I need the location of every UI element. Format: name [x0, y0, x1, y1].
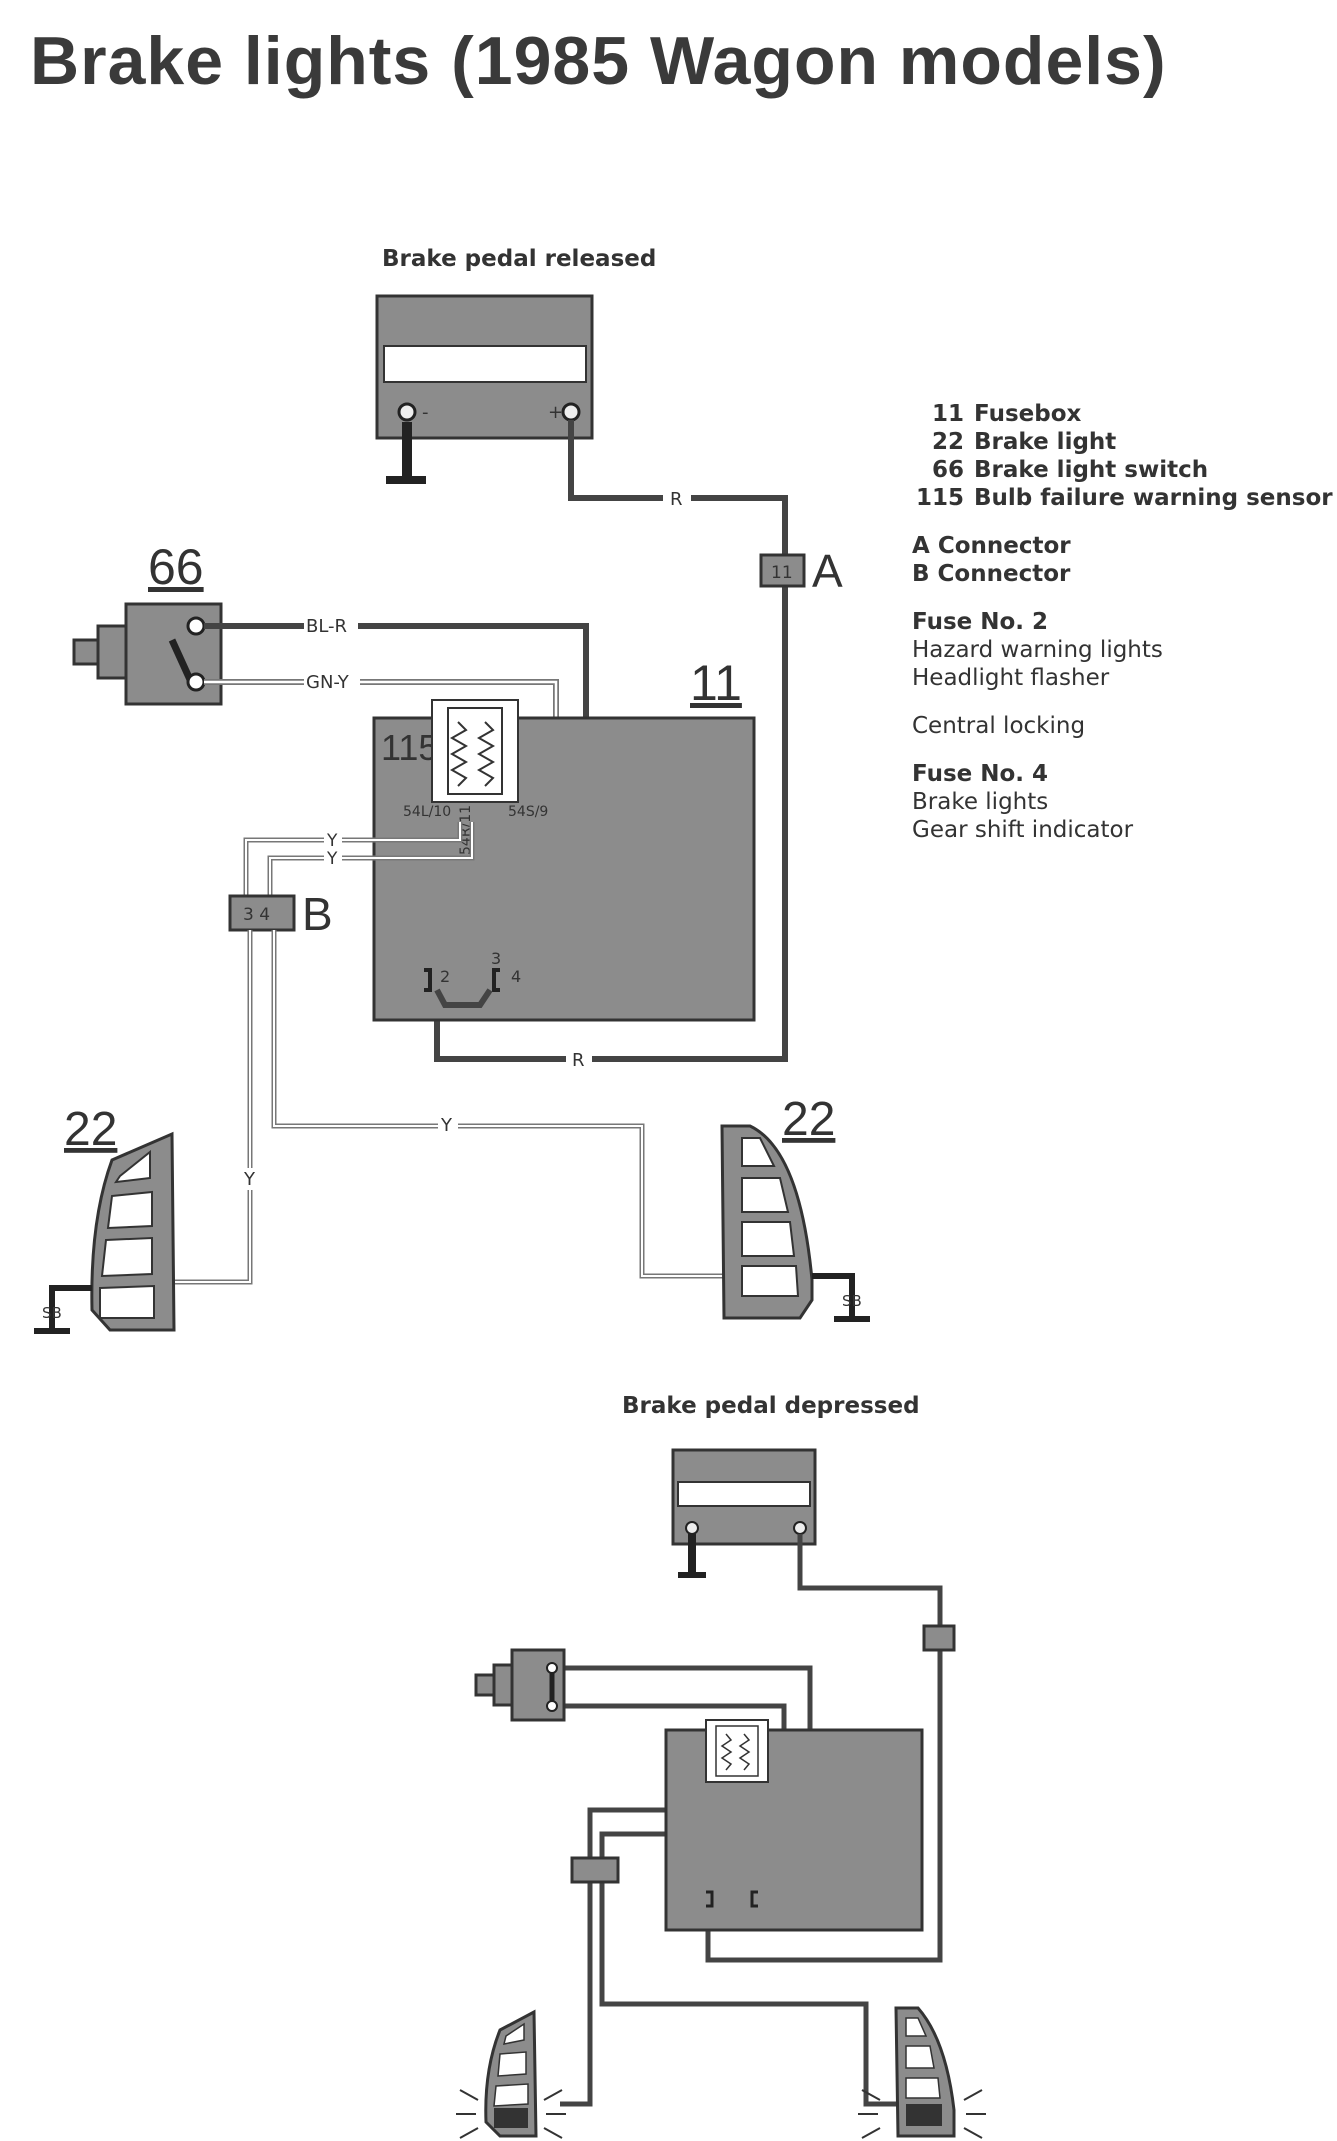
sensor-pin: 54L/10	[403, 804, 451, 820]
brake-light-right-lit	[858, 2006, 986, 2139]
light-left-label: 22	[64, 1103, 117, 1156]
caption-released: Brake pedal released	[382, 246, 656, 272]
light-right-label: 22	[782, 1093, 835, 1146]
brake-light-right: 22 SB	[720, 1093, 870, 1322]
svg-text:3 4: 3 4	[243, 905, 270, 925]
ground-label: SB	[842, 1292, 862, 1310]
battery: - +	[375, 294, 594, 484]
connector-b: 3 4 B	[228, 888, 333, 940]
battery-negative-terminal	[397, 402, 417, 422]
svg-text:4: 4	[511, 967, 521, 986]
battery-positive-terminal	[561, 402, 581, 422]
page-title: Brake lights (1985 Wagon models)	[30, 23, 1167, 99]
svg-text:3: 3	[491, 949, 501, 968]
legend-fuse-heading: Fuse No. 4	[912, 761, 1049, 787]
legend-connector: B Connector	[912, 561, 1071, 587]
connector-a-depressed	[922, 1624, 956, 1652]
wire-label: BL-R	[306, 616, 347, 637]
sensor-number-label: 115	[381, 727, 438, 768]
legend-fuse-item: Headlight flasher	[912, 665, 1110, 691]
connector-a-label: A	[812, 545, 843, 597]
legend-connector: A Connector	[912, 533, 1071, 559]
switch-label: 66	[148, 539, 204, 595]
legend-extra: Central locking	[912, 713, 1086, 739]
brake-light-switch: 66	[72, 539, 223, 706]
legend-fuse-item: Gear shift indicator	[912, 817, 1134, 843]
brake-light-left: 22 SB	[34, 1103, 176, 1334]
wire-label: Y	[326, 849, 338, 869]
wire-label: R	[572, 1050, 585, 1071]
connector-b-depressed	[570, 1856, 620, 1884]
legend-fuse-heading: Fuse No. 2	[912, 609, 1049, 635]
legend-fuse-item: Hazard warning lights	[912, 637, 1163, 663]
wire-label: R	[670, 489, 683, 510]
ground-label: SB	[42, 1304, 62, 1322]
ground-symbol	[386, 476, 426, 484]
sensor-pin: 54S/9	[508, 804, 548, 820]
wire-label: Y	[440, 1115, 453, 1136]
wire-label: GN-Y	[306, 672, 350, 693]
battery-depressed	[671, 1448, 817, 1578]
connector-b-label: B	[302, 888, 333, 940]
brake-light-left-lit	[456, 2009, 566, 2139]
fusebox-depressed	[664, 1719, 924, 1932]
svg-text:+: +	[548, 402, 563, 423]
wire-label: Y	[243, 1169, 256, 1190]
switch-depressed	[474, 1648, 566, 1722]
caption-depressed: Brake pedal depressed	[622, 1393, 920, 1419]
svg-text:-: -	[422, 402, 429, 423]
svg-text:2: 2	[440, 967, 450, 986]
bulb-failure-sensor: 54L/10 54R/11 54S/9	[403, 699, 548, 855]
connector-a: 11 A	[759, 545, 843, 597]
fuse-terminals: 2 3 4	[424, 949, 521, 1008]
wire-label: Y	[326, 831, 338, 851]
fusebox-label: 11	[690, 655, 742, 711]
legend-fuse-item: Brake lights	[912, 789, 1049, 815]
svg-text:11: 11	[771, 563, 793, 583]
